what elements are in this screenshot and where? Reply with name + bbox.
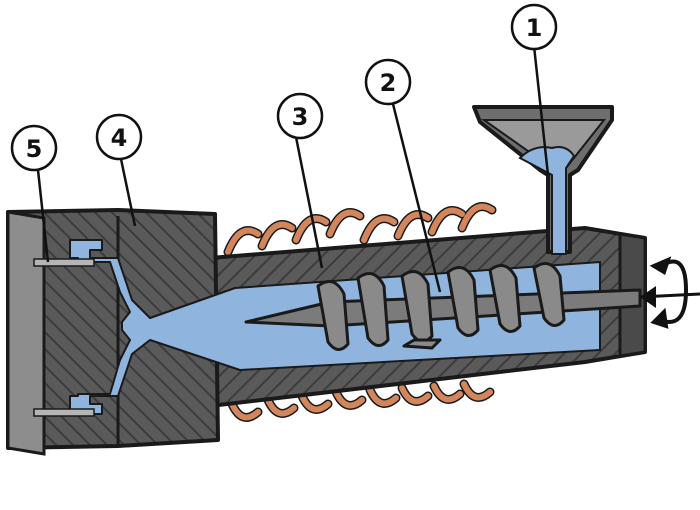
callout-3: 3 [276,92,324,140]
svg-text:2: 2 [380,69,397,97]
hopper-granulate [518,146,576,255]
mold-plate-face [6,210,46,456]
callout-4: 4 [95,113,143,161]
callout-5: 5 [10,124,58,172]
svg-text:3: 3 [292,103,309,131]
svg-text:4: 4 [111,124,128,152]
callout-1: 1 [510,3,558,51]
leader-lines [36,45,550,293]
ejector-pins [33,258,95,417]
drive-direction-arrow-icon [639,286,700,308]
rotation-arrow-icon [649,256,689,329]
heater-coils-bottom-copper [229,381,493,421]
svg-text:1: 1 [526,14,543,42]
svg-text:5: 5 [26,135,43,163]
callout-2: 2 [364,58,412,106]
screw-flights [316,262,566,351]
heater-coils-top-copper [225,203,495,255]
